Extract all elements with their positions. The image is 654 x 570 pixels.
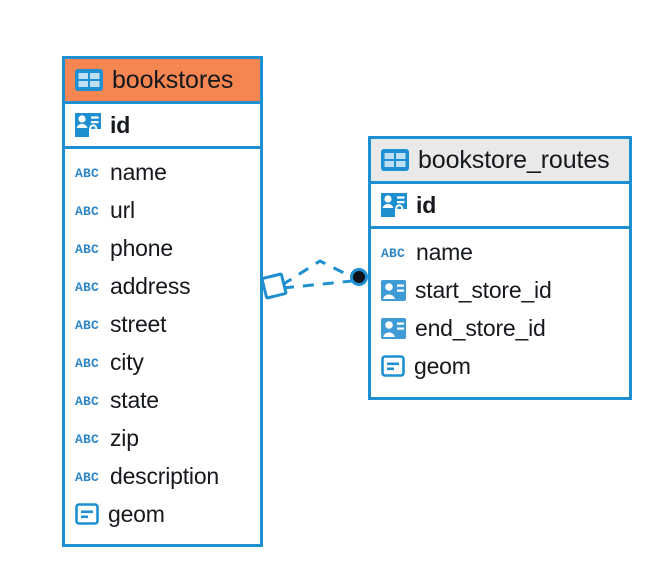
entity-title: bookstores [112,65,234,94]
text-type-icon: ABC [75,166,101,179]
column-row-state[interactable]: ABC state [65,381,260,419]
column-row-name[interactable]: ABC name [65,153,260,191]
svg-text:ABC: ABC [381,246,405,259]
relationship-line-upper [281,259,355,287]
column-list-bookstore-routes: ABC name start_store_id [371,229,629,390]
column-row-geom[interactable]: geom [65,495,260,533]
column-label: zip [110,424,139,451]
column-label: end_store_id [415,314,546,341]
text-type-icon: ABC [75,356,101,369]
column-row-end-store-id[interactable]: end_store_id [371,309,629,347]
entity-header-bookstore-routes[interactable]: bookstore_routes [371,139,629,184]
geometry-type-icon [75,503,99,525]
column-label: start_store_id [415,276,552,303]
column-row-phone[interactable]: ABC phone [65,229,260,267]
text-type-icon: ABC [75,204,101,217]
column-row-address[interactable]: ABC address [65,267,260,305]
svg-text:ABC: ABC [75,204,99,217]
foreign-key-icon [381,317,406,339]
relationship-line-lower [282,279,353,290]
text-type-icon: ABC [75,242,101,255]
svg-text:ABC: ABC [75,166,99,179]
column-list-bookstores: ABC name ABC url ABC p [65,149,260,538]
column-row-zip[interactable]: ABC zip [65,419,260,457]
primary-key-icon [381,193,407,217]
column-label: phone [110,234,173,261]
text-type-icon: ABC [75,394,101,407]
column-row-street[interactable]: ABC street [65,305,260,343]
geometry-type-icon [381,355,405,377]
entity-title: bookstore_routes [418,145,610,174]
text-type-icon: ABC [75,280,101,293]
entity-table-bookstore-routes[interactable]: bookstore_routes id [368,136,632,400]
text-type-icon: ABC [75,432,101,445]
column-label: description [110,462,220,489]
column-row-name[interactable]: ABC name [371,233,629,271]
svg-text:ABC: ABC [75,356,99,369]
column-label: id [416,191,437,218]
primary-key-icon [75,113,101,137]
column-row-description[interactable]: ABC description [65,457,260,495]
column-row-city[interactable]: ABC city [65,343,260,381]
text-type-icon: ABC [381,246,407,259]
column-label: address [110,272,191,299]
text-type-icon: ABC [75,318,101,331]
text-type-icon: ABC [75,470,101,483]
diamond-marker [260,272,288,300]
svg-text:ABC: ABC [75,432,99,445]
column-label: name [110,158,167,185]
column-label: state [110,386,159,413]
foreign-key-icon [381,279,406,301]
column-label: city [110,348,144,375]
table-icon [75,69,103,91]
svg-text:ABC: ABC [75,470,99,483]
entity-table-bookstores[interactable]: bookstores id [62,56,263,547]
column-row-url[interactable]: ABC url [65,191,260,229]
svg-text:ABC: ABC [75,280,99,293]
column-label: name [416,238,473,265]
column-label: id [110,111,131,138]
column-label: street [110,310,167,337]
column-label: url [110,196,135,223]
circle-marker [350,268,368,286]
table-icon [381,149,409,171]
svg-text:ABC: ABC [75,394,99,407]
column-row-start-store-id[interactable]: start_store_id [371,271,629,309]
column-row-geom[interactable]: geom [371,347,629,385]
column-row-primary-key[interactable]: id [65,104,260,149]
column-label: geom [414,352,471,379]
column-row-primary-key[interactable]: id [371,184,629,229]
column-label: geom [108,500,165,527]
entity-header-bookstores[interactable]: bookstores [65,59,260,104]
svg-text:ABC: ABC [75,318,99,331]
svg-text:ABC: ABC [75,242,99,255]
